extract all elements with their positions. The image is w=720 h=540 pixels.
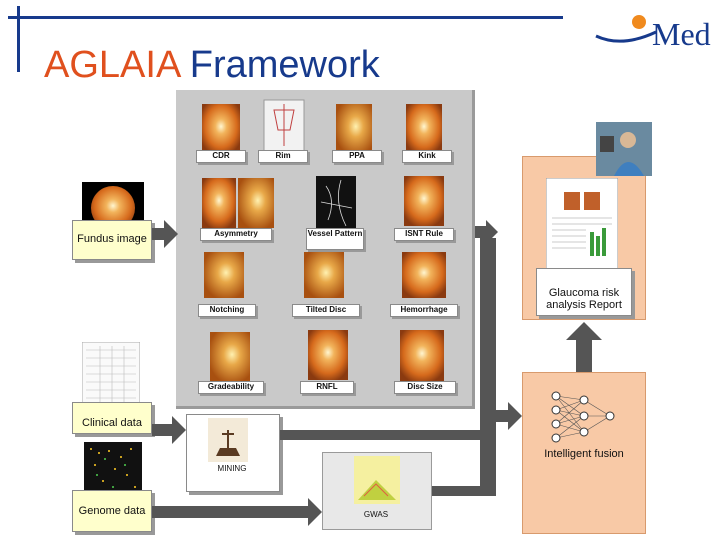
gwas-thumbnail: [354, 456, 400, 504]
gwas-label: GWAS: [363, 510, 389, 519]
arrow-bus-to-fusion: [496, 402, 522, 430]
input-clinical-data: Clinical data: [72, 402, 152, 434]
thumb-cdr: [202, 104, 240, 154]
thumb-hemorrhage: [402, 252, 446, 298]
arrow-fundus-to-features: [152, 220, 178, 248]
feature-label-hemorrhage: Hemorrhage: [390, 304, 458, 317]
thumb-kink: [406, 104, 442, 154]
arrow-mining-out: [280, 430, 496, 440]
doctor-photo: [596, 122, 652, 176]
feature-label-tilted-disc: Tilted Disc: [292, 304, 360, 317]
title-part-1: AGLAIA: [44, 44, 180, 86]
thumb-ppa: [336, 104, 372, 154]
arrow-gwas-out: [432, 486, 480, 496]
thumb-vessel-pattern: [316, 176, 356, 230]
input-fundus-image: Fundus image: [72, 220, 152, 260]
title-part-2: Framework: [189, 44, 380, 86]
feature-label-notching: Notching: [198, 304, 256, 317]
thumb-isnt: [404, 176, 444, 226]
arrow-clinical-to-mining: [152, 416, 186, 444]
page-title: AGLAIA Framework: [44, 44, 380, 87]
report-document-thumbnail: [546, 178, 618, 276]
arrow-genome-to-gwas: [152, 498, 322, 526]
thumb-vessel-lines: [320, 179, 353, 227]
title-rule-vertical: [17, 6, 20, 72]
feature-label-gradeability: Gradeability: [198, 381, 264, 394]
feature-label-asymmetry: Asymmetry: [200, 228, 272, 241]
fusion-label: Intelligent fusion: [544, 448, 624, 460]
title-rule: [8, 16, 563, 19]
feature-thumbnails: [202, 99, 446, 382]
feature-label-isnt-rule: ISNT Rule: [394, 228, 454, 241]
thumb-rnfl: [308, 330, 348, 380]
feature-label-vessel-pattern: Vessel Pattern: [306, 228, 364, 250]
thumb-asymmetry-right: [238, 178, 274, 228]
feature-label-kink: Kink: [402, 150, 452, 163]
arrow-fusion-to-report: [566, 322, 602, 372]
thumb-notching: [204, 252, 244, 298]
thumb-gradeability: [210, 332, 250, 382]
logo-swoosh-icon: [595, 15, 657, 43]
thumb-disc-size: [400, 330, 444, 382]
mining-label: MINING: [217, 464, 247, 473]
arrow-bus-vertical: [480, 238, 496, 496]
feature-label-disc-size: Disc Size: [394, 381, 456, 394]
feature-label-rnfl: RNFL: [300, 381, 354, 394]
report-box: Glaucoma risk analysis Report: [536, 268, 632, 316]
thumb-asymmetry-left: [202, 178, 236, 228]
thumb-rim-diagram: [273, 104, 295, 146]
input-genome-data: Genome data: [72, 490, 152, 532]
feature-label-cdr: CDR: [196, 150, 246, 163]
logo-text: Med: [652, 16, 711, 52]
feature-label-ppa: PPA: [332, 150, 382, 163]
feature-label-rim: Rim: [258, 150, 308, 163]
thumb-tilted-disc: [304, 252, 344, 298]
neural-network-icon: [551, 391, 615, 443]
mining-thumbnail: [208, 418, 248, 462]
